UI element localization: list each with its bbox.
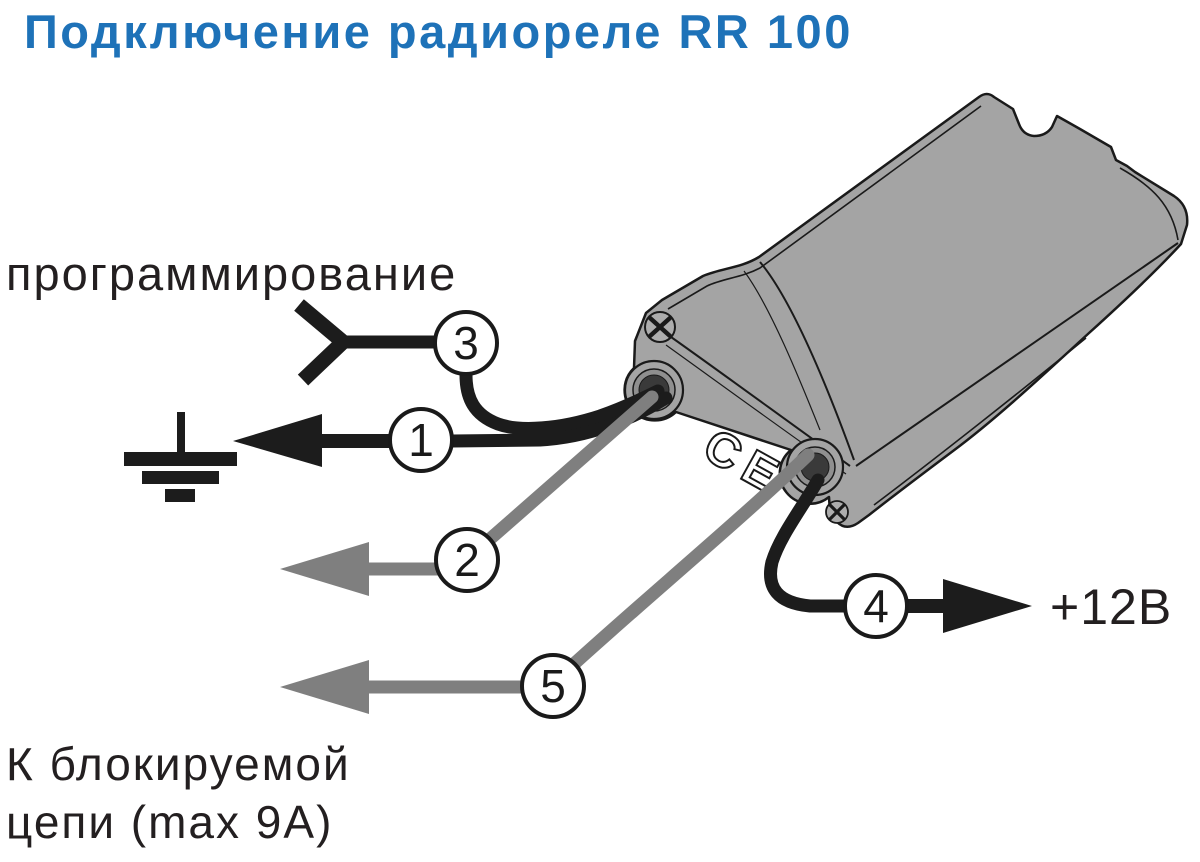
wire-3 <box>459 368 665 435</box>
arrow-to-power <box>906 579 1032 633</box>
device-body <box>623 92 1189 528</box>
callout-5: 5 <box>520 653 586 719</box>
blocked-circuit-label: К блокируемой цепи (max 9A) <box>6 736 351 852</box>
svg-text:3: 3 <box>453 317 479 369</box>
programming-label: программирование <box>6 247 458 300</box>
wire-4 <box>764 473 853 613</box>
page-title: Подключение радиореле RR 100 <box>24 5 853 58</box>
programming-fork <box>294 299 436 386</box>
top-screw-icon <box>644 311 676 343</box>
wire-1 <box>445 391 673 448</box>
callout-2: 2 <box>434 527 500 593</box>
arrowhead-left-5 <box>280 660 369 714</box>
wire-2 <box>483 390 659 546</box>
arrows <box>233 414 1032 714</box>
callouts: 3 1 2 5 4 <box>388 310 909 719</box>
callout-3: 3 <box>433 310 499 376</box>
svg-text:2: 2 <box>454 534 480 586</box>
callout-1: 1 <box>388 407 454 473</box>
wires <box>445 368 853 670</box>
power-label: +12В <box>1050 579 1173 635</box>
svg-text:5: 5 <box>540 660 566 712</box>
wire-5 <box>568 448 815 670</box>
arrow-blocked-circuit-5 <box>280 660 523 714</box>
svg-text:4: 4 <box>863 580 889 632</box>
arrowhead-left-2 <box>280 542 369 596</box>
callout-4: 4 <box>843 573 909 639</box>
arrowhead-left-1 <box>233 414 322 467</box>
bottom-screw-icon <box>825 500 849 524</box>
ground-symbol <box>124 412 237 502</box>
arrowhead-right-4 <box>943 579 1032 633</box>
arrow-blocked-circuit-2 <box>280 542 438 596</box>
blocked-circuit-label-line2: цепи (max 9A) <box>6 795 334 848</box>
arrow-to-ground <box>233 414 392 467</box>
blocked-circuit-label-line1: К блокируемой <box>6 738 351 790</box>
relay-device: CE <box>623 92 1189 528</box>
svg-text:1: 1 <box>408 414 434 466</box>
